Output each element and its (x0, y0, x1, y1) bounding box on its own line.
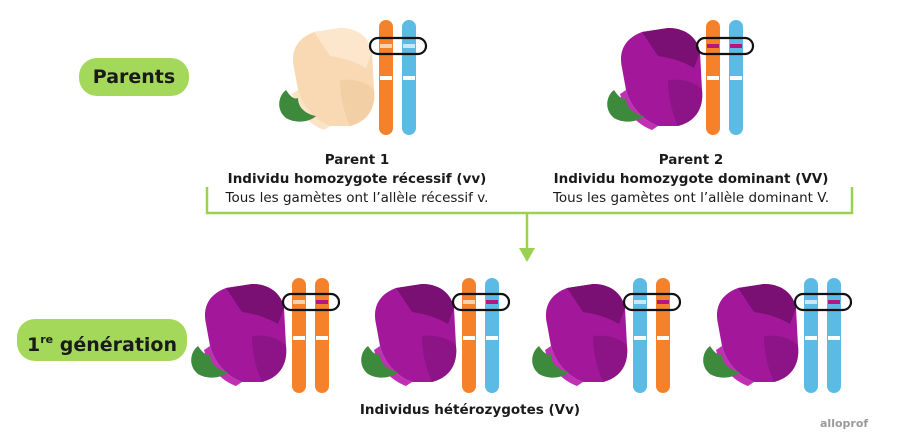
parent2-chromosomes (695, 20, 755, 135)
offspring4-flower (703, 284, 799, 386)
first-generation-label: 1re génération (17, 319, 187, 361)
offspring-label: Individus hétérozygotes (Vv) (359, 402, 581, 418)
parent1-note: Tous les gamètes ont l’allèle récessif v… (225, 190, 489, 206)
offspring1 (191, 278, 341, 393)
offspring2 (361, 278, 511, 393)
parent1-genotype: Individu homozygote récessif (vv) (227, 171, 487, 187)
parent2-note: Tous les gamètes ont l’allèle dominant V… (552, 190, 830, 206)
parent2-flower (607, 28, 703, 130)
parent1-chromosomes (368, 20, 428, 135)
parent1-caption: Parent 1 Individu homozygote récessif (v… (197, 151, 517, 208)
parents-label: Parents (79, 58, 189, 96)
alloprof-logo: alloprof (820, 417, 869, 430)
cross-connector-arrow (205, 187, 854, 262)
parent2-genotype: Individu homozygote dominant (VV) (553, 171, 829, 187)
offspring3 (532, 278, 682, 393)
offspring3-flower (532, 284, 628, 386)
parent1-flower (279, 28, 375, 130)
parent1-title: Parent 1 (324, 152, 390, 168)
offspring4 (703, 278, 853, 393)
offspring2-flower (361, 284, 457, 386)
parent2-title: Parent 2 (658, 152, 724, 168)
parent2-caption: Parent 2 Individu homozygote dominant (V… (526, 151, 856, 208)
offspring1-flower (191, 284, 287, 386)
